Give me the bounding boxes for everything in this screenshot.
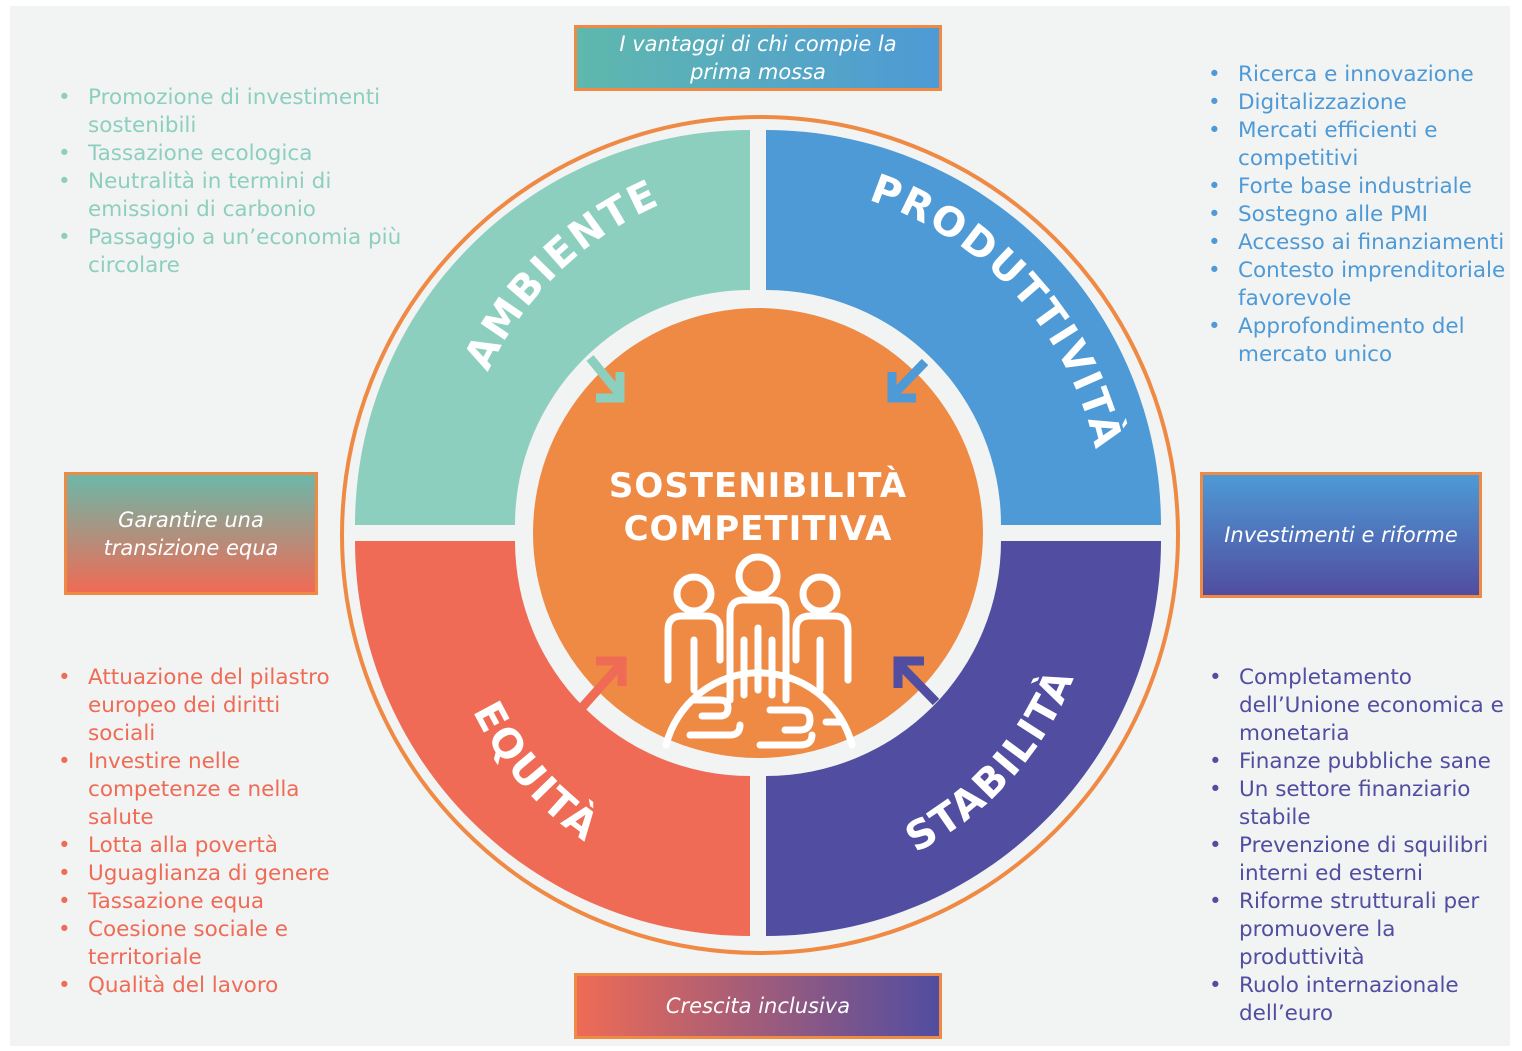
list-item: Coesione sociale e territoriale: [58, 916, 348, 972]
list-item: Lotta alla povertà: [58, 832, 348, 860]
segment-stabilita: [766, 541, 1161, 936]
box-fair-transition-text: Garantire una transizione equa: [103, 507, 279, 560]
list-item: Digitalizzazione: [1208, 89, 1508, 117]
box-inclusive-growth: Crescita inclusiva: [574, 973, 942, 1039]
list-item: Ricerca e innovazione: [1208, 61, 1508, 89]
center-title-line1: SOSTENIBILITÀ: [609, 465, 907, 506]
list-stabilita: Completamento dell’Unione economica e mo…: [1209, 664, 1515, 1028]
list-item: Forte base industriale: [1208, 173, 1508, 201]
list-item: Mercati efficienti e competitivi: [1208, 117, 1508, 173]
list-item: Neutralità in termini di emissioni di ca…: [58, 168, 408, 224]
list-item: Attuazione del pilastro europeo dei diri…: [58, 664, 348, 748]
list-item: Approfondimento del mercato unico: [1208, 313, 1508, 369]
list-item: Contesto imprenditoriale favorevole: [1208, 257, 1508, 313]
list-item: Passaggio a un’economia più circolare: [58, 224, 408, 280]
list-produttivita: Ricerca e innovazione Digitalizzazione M…: [1208, 61, 1508, 369]
list-item: Riforme strutturali per promuovere la pr…: [1209, 888, 1515, 972]
arrow-equita-icon: [574, 656, 627, 715]
list-item: Un settore finanziario stabile: [1209, 776, 1515, 832]
list-item: Completamento dell’Unione economica e mo…: [1209, 664, 1515, 748]
box-first-mover: I vantaggi di chi compie la prima mossa: [574, 25, 942, 91]
segment-ambiente: [355, 130, 750, 525]
arrow-ambiente-icon: [586, 355, 625, 403]
center-title-line2: COMPETITIVA: [624, 509, 893, 549]
list-item: Promozione di investimenti sostenibili: [58, 84, 408, 140]
list-item: Finanze pubbliche sane: [1209, 748, 1515, 776]
people-on-globe-icon: [662, 553, 856, 749]
box-investments-reforms-text: Investimenti e riforme: [1224, 523, 1458, 547]
list-item: Tassazione ecologica: [58, 140, 408, 168]
list-item: Investire nelle competenze e nella salut…: [58, 748, 348, 832]
list-ambiente: Promozione di investimenti sostenibili T…: [58, 84, 408, 280]
arrow-stabilita-icon: [893, 656, 940, 706]
list-item: Sostegno alle PMI: [1208, 201, 1508, 229]
list-equita: Attuazione del pilastro europeo dei diri…: [58, 664, 348, 1000]
outer-ring: [340, 115, 1180, 955]
list-item: Uguaglianza di genere: [58, 860, 348, 888]
arrow-produttivita-icon: [887, 358, 929, 403]
box-first-mover-text: I vantaggi di chi compie la prima mossa: [619, 32, 897, 84]
segment-equita: [355, 541, 750, 936]
list-item: Prevenzione di squilibri interni ed este…: [1209, 832, 1515, 888]
segment-produttivita: [766, 130, 1161, 525]
box-fair-transition: Garantire una transizione equa: [64, 472, 318, 595]
list-item: Ruolo internazionale dell’euro: [1209, 972, 1515, 1028]
list-item: Qualità del lavoro: [58, 972, 348, 1000]
list-item: Accesso ai finanziamenti: [1208, 229, 1508, 257]
box-inclusive-growth-text: Crescita inclusiva: [665, 994, 851, 1018]
box-investments-reforms: Investimenti e riforme: [1200, 472, 1482, 598]
list-item: Tassazione equa: [58, 888, 348, 916]
center-circle: [533, 308, 983, 758]
